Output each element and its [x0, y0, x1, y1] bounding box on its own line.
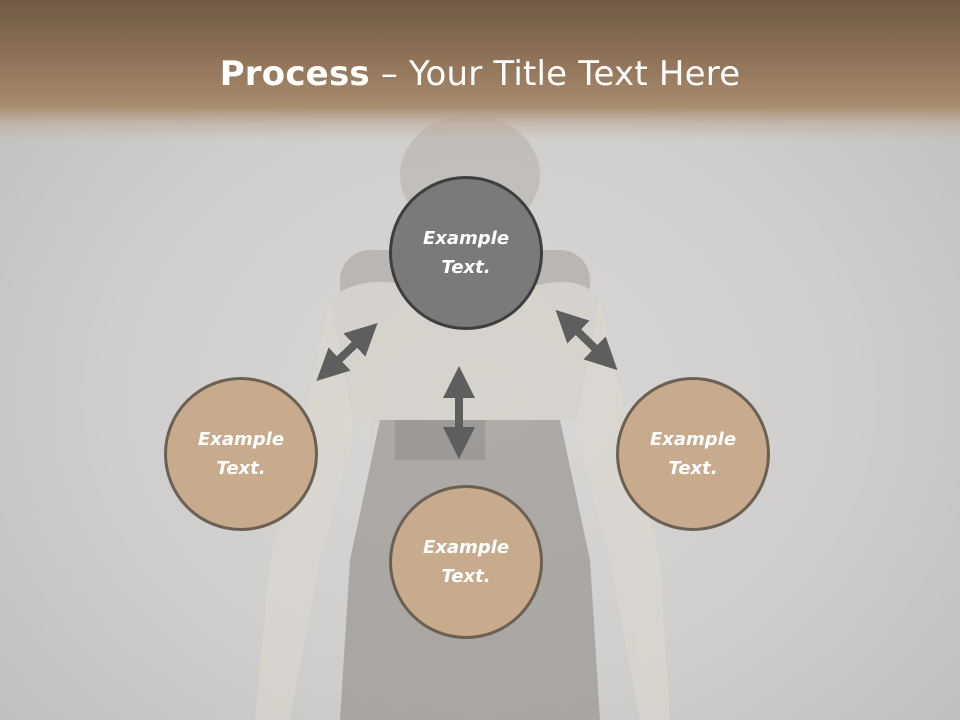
node-text-line1: Example [422, 537, 510, 558]
arrow-right-icon [555, 309, 618, 371]
slide-title: Process – Your Title Text Here [0, 54, 960, 94]
process-node-right: Example Text. [616, 377, 770, 531]
node-text-line2: Text. [441, 566, 491, 587]
node-text-line1: Example [197, 429, 285, 450]
arrow-left-icon [316, 322, 378, 382]
node-text-line1: Example [422, 228, 510, 249]
process-node-top: Example Text. [389, 176, 543, 330]
process-node-left: Example Text. [164, 377, 318, 531]
node-text-line1: Example [649, 429, 737, 450]
process-node-bottom: Example Text. [389, 485, 543, 639]
node-text-line2: Text. [441, 257, 491, 278]
title-bar: Process – Your Title Text Here [0, 0, 960, 140]
title-rest: – Your Title Text Here [369, 54, 741, 94]
node-text-line2: Text. [216, 458, 266, 479]
title-bold: Process [219, 54, 370, 94]
node-text-line2: Text. [668, 458, 718, 479]
